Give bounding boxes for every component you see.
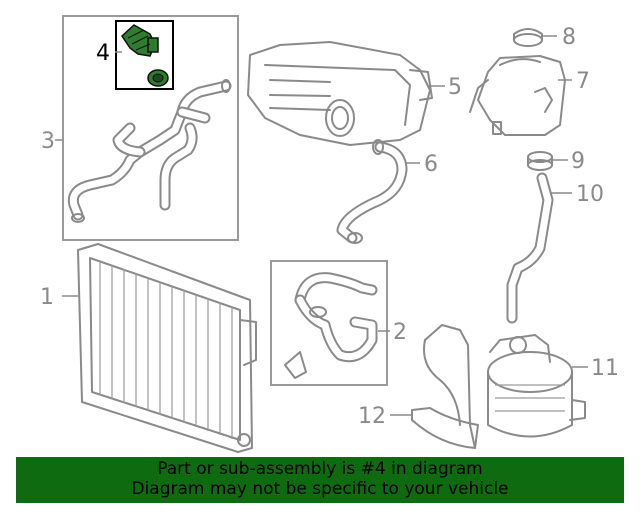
callout-8: 8	[562, 25, 576, 50]
part-8-reservoir-cap[interactable]	[513, 28, 543, 47]
callout-7: 7	[576, 69, 590, 94]
part-4-highlight-box[interactable]	[115, 20, 174, 90]
part-5-intercooler[interactable]	[247, 41, 433, 146]
part-3-hose-assembly[interactable]	[62, 15, 239, 241]
callout-5: 5	[448, 75, 462, 100]
part-4-fitting	[121, 24, 159, 57]
part-10-coolant-pipe[interactable]	[506, 172, 554, 324]
part-4-frame	[115, 20, 174, 90]
part-3-frame	[62, 15, 239, 241]
callout-9: 9	[571, 149, 585, 174]
callout-6: 6	[424, 152, 438, 177]
callout-3: 3	[41, 129, 55, 154]
part-4-clip	[147, 69, 169, 87]
callout-2: 2	[393, 320, 407, 345]
banner-line-disclaimer: Diagram may not be specific to your vehi…	[131, 479, 509, 499]
exploded-parts-diagram: 3 4 5 6 8 7 9 10 1 2 11 12	[40, 15, 619, 453]
callout-1: 1	[40, 285, 54, 310]
part-9-clamp[interactable]	[527, 151, 553, 171]
diagram-notice-banner: Part or sub-assembly is #4 in diagram Di…	[16, 457, 624, 503]
callout-12: 12	[358, 404, 386, 429]
part-12-bracket[interactable]	[411, 324, 479, 449]
banner-line-part-number: Part or sub-assembly is #4 in diagram	[157, 459, 483, 479]
part-11-water-pump[interactable]	[487, 334, 586, 438]
callout-11: 11	[591, 356, 619, 381]
leader-lines	[55, 35, 588, 416]
part-1-radiator[interactable]	[77, 243, 257, 453]
part-7-coolant-reservoir[interactable]	[469, 55, 566, 136]
callout-10: 10	[576, 182, 604, 207]
part-6-hose[interactable]	[336, 139, 408, 244]
part-2-hose-assembly[interactable]	[270, 260, 388, 386]
callout-4: 4	[96, 41, 110, 66]
part-2-frame	[270, 260, 388, 386]
